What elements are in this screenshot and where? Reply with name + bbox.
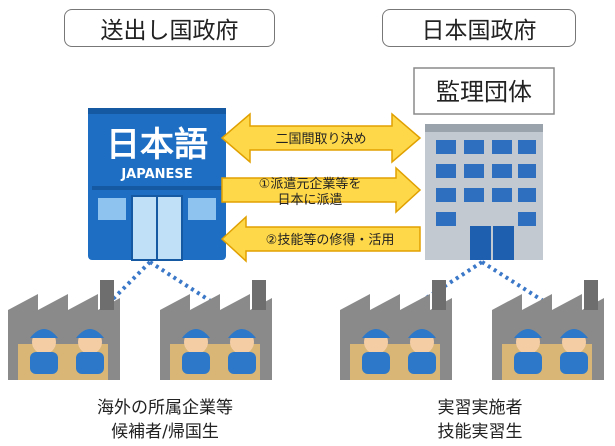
- worker-icon: [362, 329, 390, 374]
- school-sign-roman: JAPANESE: [120, 167, 192, 182]
- sending-country-government-label: 送出し国政府: [64, 9, 275, 47]
- dotted-connection-lines: [108, 260, 547, 304]
- bilateral-agreement-arrow: 二国間取り決め: [220, 112, 422, 164]
- worker-icon: [560, 329, 588, 374]
- connection-line-left-2: [148, 260, 214, 304]
- worker-icon: [514, 329, 542, 374]
- dispatch-label-line1: ①派遣元企業等を: [259, 176, 362, 192]
- connection-line-left-1: [108, 260, 152, 304]
- school-sign-kanji: 日本語: [106, 125, 208, 165]
- overseas-companies-caption-line2: 候補者/帰国生: [111, 422, 219, 442]
- connection-line-right-2: [480, 260, 547, 304]
- factory-group-left-1: [8, 280, 120, 380]
- worker-icon: [228, 329, 256, 374]
- implementing-org-caption: 実習実施者 技能実習生: [390, 396, 570, 444]
- supervising-office-building-icon: [425, 124, 543, 260]
- supervising-organization-sign: 監理団体: [413, 67, 555, 115]
- bilateral-agreement-label: 二国間取り決め: [275, 132, 366, 147]
- implementing-org-caption-line1: 実習実施者: [437, 398, 523, 418]
- worker-icon: [182, 329, 210, 374]
- factory-group-right-2: [492, 280, 604, 380]
- factory-group-right-1: [340, 280, 452, 380]
- implementing-org-caption-line2: 技能実習生: [437, 422, 523, 442]
- worker-icon: [30, 329, 58, 374]
- dispatch-arrow: ①派遣元企業等を 日本に派遣: [221, 166, 422, 214]
- dispatch-label-line2: 日本に派遣: [277, 193, 342, 208]
- skill-acquisition-label: ②技能等の修得・活用: [266, 232, 395, 248]
- worker-icon: [408, 329, 436, 374]
- factory-group-left-2: [160, 280, 272, 380]
- overseas-companies-caption: 海外の所属企業等 候補者/帰国生: [60, 396, 270, 444]
- supervising-organization-label: 監理団体: [436, 78, 532, 106]
- japan-government-label: 日本国政府: [382, 9, 576, 47]
- skill-acquisition-arrow: ②技能等の修得・活用: [220, 215, 421, 263]
- overseas-companies-caption-line1: 海外の所属企業等: [97, 398, 233, 418]
- worker-icon: [76, 329, 104, 374]
- japanese-school-building-icon: 日本語 JAPANESE: [88, 108, 226, 261]
- connection-line-right-1: [418, 260, 484, 304]
